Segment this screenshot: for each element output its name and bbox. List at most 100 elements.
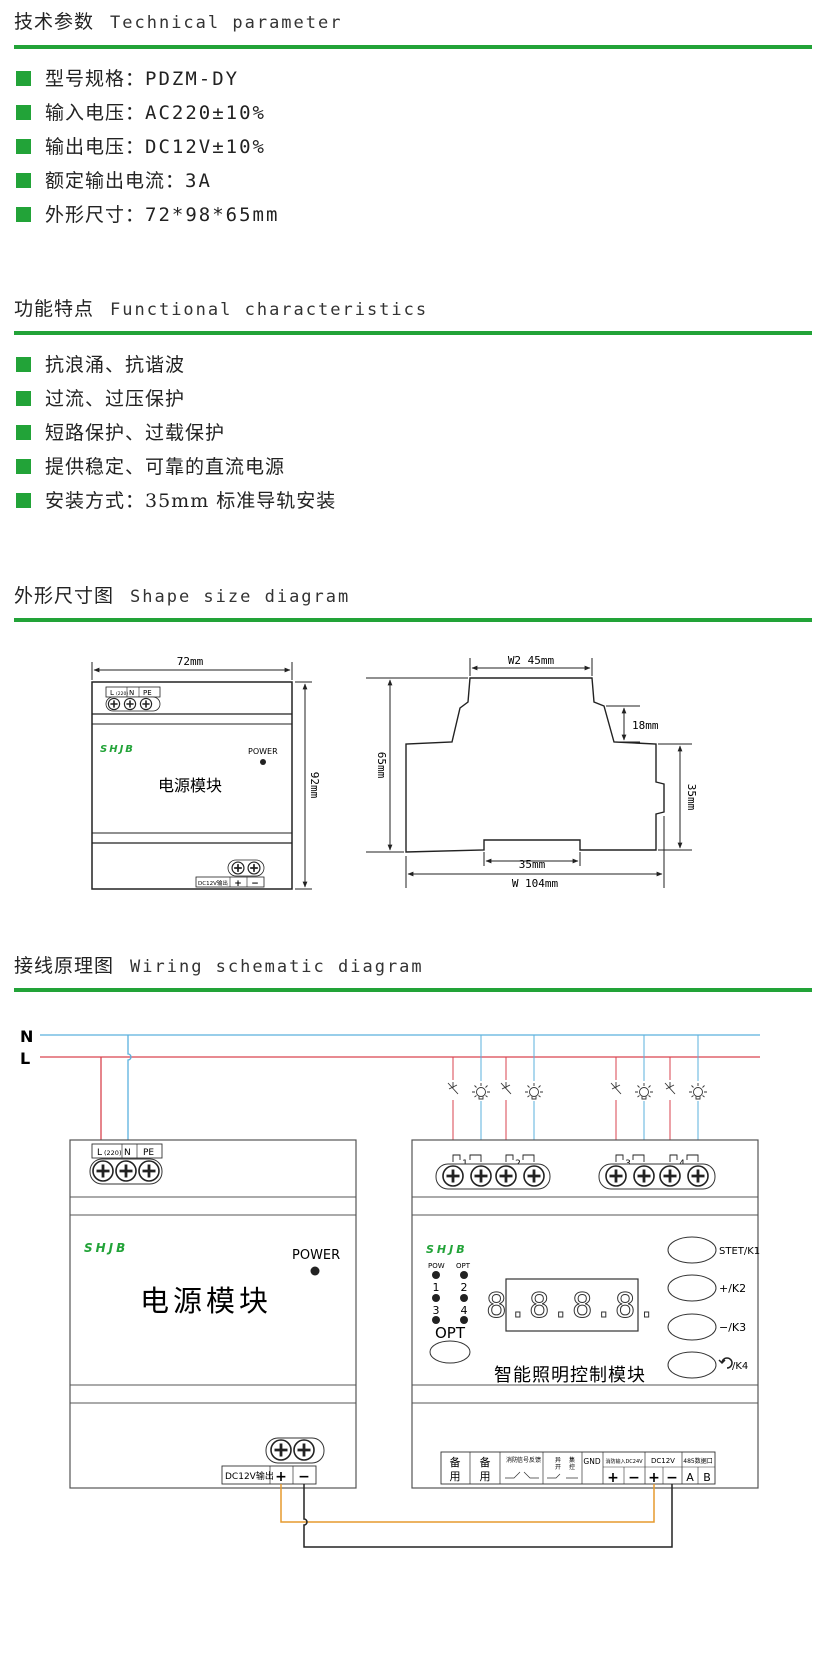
dc-positive-wire (280, 1484, 655, 1523)
module-name: 智能照明控制模块 (494, 1365, 646, 1386)
section-title-cn: 功能特点 (14, 298, 95, 320)
section-title-en: Functional characteristics (110, 300, 429, 320)
svg-text:集: 集 (569, 1456, 575, 1464)
section-title-en: Wiring schematic diagram (130, 957, 424, 977)
svg-text:用: 用 (450, 1470, 461, 1483)
power-indicator-icon (310, 1266, 320, 1276)
terminal-screw-icon (632, 1164, 656, 1188)
indicator-led-icon (432, 1294, 440, 1302)
k2-button-label: +/K2 (719, 1282, 746, 1295)
opt-button[interactable] (429, 1340, 471, 1364)
lamp-bulb-icon (634, 1082, 654, 1100)
neutral-label: N (20, 1027, 33, 1046)
section-title-wiring: 接线原理图 Wiring schematic diagram (14, 951, 424, 978)
svg-text:开: 开 (555, 1464, 561, 1471)
list-item: 额定输出电流：3A (16, 164, 279, 198)
svg-text:备: 备 (480, 1455, 491, 1469)
svg-text:+: + (234, 879, 242, 889)
svg-text:备: 备 (450, 1455, 461, 1469)
dim-18-label: 18mm (632, 719, 659, 732)
svg-text:控: 控 (569, 1463, 575, 1471)
k4-button-label: /K4 (732, 1361, 748, 1372)
section-divider (14, 45, 812, 49)
dim-72-label: 72mm (177, 655, 204, 668)
side-view: W2 45mm 65mm 18mm 35mm 35mm W 104mm (366, 654, 698, 890)
bullet-square-icon (16, 493, 31, 508)
dim-65-label: 65mm (375, 752, 388, 779)
svg-text:3: 3 (433, 1304, 440, 1317)
brand-logo: SHJB (100, 744, 135, 755)
dim-35-side-label: 35mm (685, 784, 698, 811)
relay-group-3-4: 3 4 (598, 1154, 716, 1190)
terminal-screw-icon (91, 1159, 115, 1183)
list-item: 短路保护、过载保护 (16, 416, 336, 450)
svg-text:B: B (703, 1471, 711, 1484)
terminal-screw-icon (137, 1159, 161, 1183)
module-outline (69, 1139, 357, 1489)
brand-logo: SHJB (84, 1241, 128, 1255)
k3-button-label: −/K3 (719, 1321, 746, 1334)
section-title-tech: 技术参数 Technical parameter (14, 7, 342, 34)
brand-logo: SHJB (426, 1243, 468, 1256)
indicator-led-icon (460, 1294, 468, 1302)
bullet-square-icon (16, 139, 31, 154)
svg-text:(220): (220) (104, 1149, 121, 1157)
k4-button[interactable] (667, 1351, 717, 1379)
terminal-screw-icon (107, 697, 121, 711)
bullet-square-icon (16, 357, 31, 372)
lamp-bulb-icon (471, 1082, 491, 1100)
terminal-screw-icon (469, 1164, 493, 1188)
indicator-led-icon (460, 1316, 468, 1324)
dim-92-label: 92mm (308, 772, 321, 799)
list-item: 输出电压：DC12V±10% (16, 130, 279, 164)
list-item: 提供稳定、可靠的直流电源 (16, 450, 336, 484)
section-title-en: Technical parameter (110, 13, 343, 33)
svg-text:485数据口: 485数据口 (683, 1457, 712, 1465)
section-title-func: 功能特点 Functional characteristics (14, 294, 428, 321)
digital-display (505, 1278, 639, 1332)
lighting-control-module: 1 2 3 4 SHJB POW OPT 1 2 3 (411, 1139, 760, 1489)
k3-button[interactable] (667, 1313, 717, 1341)
terminal-screw-icon (604, 1164, 628, 1188)
svg-text:用: 用 (480, 1470, 491, 1483)
return-arrow-icon (718, 1357, 733, 1369)
live-label: L (20, 1049, 30, 1068)
list-item: 型号规格：PDZM-DY (16, 62, 279, 96)
svg-text:−: − (666, 1470, 678, 1486)
svg-text:(220): (220) (116, 691, 128, 697)
section-divider (14, 988, 812, 992)
power-indicator-icon (260, 759, 266, 765)
section-title-cn: 接线原理图 (14, 955, 115, 977)
terminal-screw-icon (292, 1438, 316, 1462)
list-item: 抗浪涌、抗谐波 (16, 348, 336, 382)
svg-text:DC12V输出: DC12V输出 (198, 879, 228, 887)
bullet-square-icon (16, 391, 31, 406)
front-view: 72mm L (220) N PE SHJB POWER 电源模块 DC12V输… (91, 655, 321, 890)
module-name: 电源模块 (158, 776, 222, 795)
section-title-cn: 技术参数 (14, 11, 95, 33)
bullet-square-icon (16, 105, 31, 120)
func-list: 抗浪涌、抗谐波 过流、过压保护 短路保护、过载保护 提供稳定、可靠的直流电源 安… (16, 348, 336, 518)
indicator-led-icon (460, 1271, 468, 1279)
power-module: L (220) N PE SHJB POWER 电源模块 DC12V输出 + − (69, 1139, 357, 1489)
svg-text:−: − (628, 1470, 640, 1486)
switch-icon (610, 1081, 622, 1095)
display-digits: 8.8.8.8. (486, 1286, 658, 1326)
terminal-screw-icon (441, 1164, 465, 1188)
bottom-terminal-strip: 备 用 备 用 消防 信号 反馈 异 开 集 控 GND 消防输入DC24V D… (440, 1451, 716, 1486)
switch-icon (664, 1081, 676, 1095)
shape-diagram: 72mm L (220) N PE SHJB POWER 电源模块 DC12V输… (91, 654, 698, 890)
list-item: 安装方式：35mm 标准导轨安装 (16, 484, 336, 518)
tech-list: 型号规格：PDZM-DY 输入电压：AC220±10% 输出电压：DC12V±1… (16, 62, 279, 232)
terminal-screw-icon (269, 1438, 293, 1462)
section-divider (14, 618, 812, 622)
k2-button[interactable] (667, 1274, 717, 1302)
svg-text:N: N (129, 689, 134, 697)
section-title-cn: 外形尺寸图 (14, 585, 115, 607)
power-label: POWER (292, 1248, 340, 1263)
svg-text:+: + (648, 1470, 660, 1486)
svg-text:1: 1 (433, 1281, 440, 1294)
list-item: 过流、过压保护 (16, 382, 336, 416)
k1-button[interactable] (667, 1236, 717, 1264)
